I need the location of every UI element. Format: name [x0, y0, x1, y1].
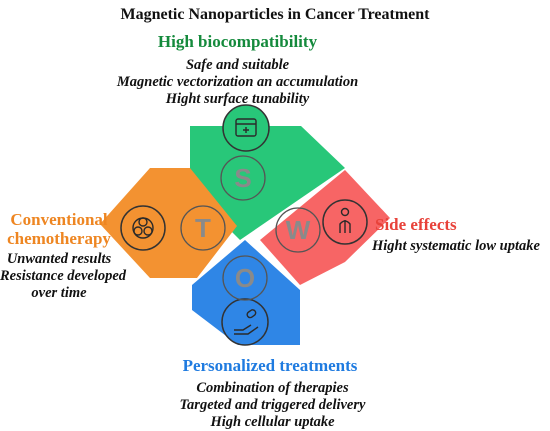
opportunities-panel [192, 240, 300, 345]
opportunities-item: High cellular uptake [210, 414, 335, 430]
threats-item: Resistance developed [0, 268, 127, 284]
strengths-letter: S [234, 163, 251, 193]
strengths-panel [190, 126, 345, 240]
opportunities-letter-circle [222, 255, 268, 301]
strengths-item: Magnetic vectorization an accumulation [116, 74, 359, 90]
weaknesses-letter-circle [275, 207, 321, 253]
weaknesses-letter: W [286, 215, 311, 245]
strengths-letter-circle [220, 155, 266, 201]
page-title: Magnetic Nanoparticles in Cancer Treatme… [120, 6, 430, 23]
opportunities-letter: O [235, 263, 255, 293]
threats-icon-circle [120, 205, 166, 251]
opportunities-heading: Personalized treatments [182, 356, 358, 375]
threats-letter-circle [180, 205, 226, 251]
biohazard-icon [132, 217, 154, 239]
strengths-item: Safe and suitable [185, 57, 290, 73]
medical-kit-icon [235, 118, 257, 137]
opportunities-item: Targeted and triggered delivery [179, 397, 366, 413]
strengths-item: Hight surface tunability [165, 91, 310, 107]
strengths-heading: High biocompatibility [157, 32, 318, 51]
hand-with-pill-icon [234, 309, 259, 335]
person-icon [339, 207, 351, 233]
opportunities-item: Combination of therapies [196, 380, 349, 396]
threats-heading-line: chemotherapy [7, 229, 111, 248]
threats-item: over time [31, 285, 87, 301]
threats-letter: T [195, 213, 211, 243]
opportunities-icon-circle [221, 298, 269, 346]
threats-item: Unwanted results [6, 251, 112, 267]
weaknesses-heading: Side effects [375, 215, 457, 234]
weaknesses-item: Hight systematic low uptake [372, 238, 540, 254]
threats-heading-line: Conventional [10, 210, 108, 229]
